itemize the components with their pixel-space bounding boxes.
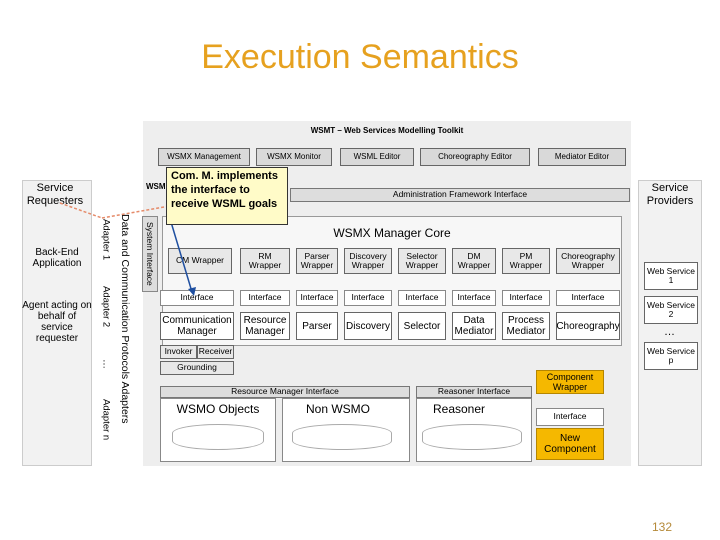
reasoner-label: Reasoner [432, 402, 486, 416]
adapter-ellipsis: … [100, 359, 112, 369]
parser-wrapper: Parser Wrapper [296, 248, 338, 274]
web-service-1: Web Service 1 [644, 262, 698, 290]
admin-framework-interface: Administration Framework Interface [290, 188, 630, 202]
non-wsmo-label: Non WSMO [305, 402, 370, 416]
receiver: Receiver [197, 345, 234, 359]
tab-choreography-editor: Choreography Editor [420, 148, 530, 166]
new-component: New Component [536, 428, 604, 460]
cm-wrapper: CM Wrapper [168, 248, 232, 274]
discovery: Discovery [344, 312, 392, 340]
parser: Parser [296, 312, 338, 340]
pm-wrapper: PM Wrapper [502, 248, 550, 274]
selector-wrapper: Selector Wrapper [398, 248, 446, 274]
slide-title: Execution Semantics [201, 38, 519, 76]
web-service-ellipsis: … [664, 326, 675, 338]
process-mediator: Process Mediator [502, 312, 550, 340]
discovery-wrapper: Discovery Wrapper [344, 248, 392, 274]
choreography: Choreography [556, 312, 620, 340]
page-number: 132 [652, 520, 673, 534]
web-service-2: Web Service 2 [644, 296, 698, 324]
discovery-interface: Interface [344, 290, 392, 306]
tooltip-callout: Com. M. implements the interface to rece… [166, 167, 288, 225]
adapter-n: Adapter n [100, 399, 112, 441]
database-icon [422, 424, 522, 450]
core-title: WSMX Manager Core [333, 226, 451, 240]
resource-manager-interface: Resource Manager Interface [160, 386, 410, 398]
requesters-title: Service Requesters [26, 182, 84, 208]
requesters-panel [22, 180, 92, 466]
system-interface-bar: System Interface [142, 216, 158, 292]
web-service-p: Web Service p [644, 342, 698, 370]
new-component-interface: Interface [536, 408, 604, 426]
protocol-adapters-label: Data and Communication Protocols Adapter… [119, 214, 131, 424]
selector: Selector [398, 312, 446, 340]
grounding: Grounding [160, 361, 234, 375]
choreography-wrapper: Choreography Wrapper [556, 248, 620, 274]
providers-title: Service Providers [646, 182, 694, 208]
adapter-1: Adapter 1 [100, 219, 112, 261]
wsmx-stub-label: WSM [146, 182, 166, 191]
wsmo-objects-label: WSMO Objects [176, 402, 260, 416]
tab-mediator-editor: Mediator Editor [538, 148, 626, 166]
invoker: Invoker [160, 345, 197, 359]
rm-interface: Interface [240, 290, 290, 306]
database-icon [292, 424, 392, 450]
toolkit-title: WSMT – Web Services Modelling Toolkit [310, 126, 464, 135]
rm-wrapper: RM Wrapper [240, 248, 290, 274]
tab-wsmx-management: WSMX Management [158, 148, 250, 166]
component-wrapper: Component Wrapper [536, 370, 604, 394]
agent-requester: Agent acting on behalf of service reques… [22, 300, 92, 344]
parser-interface: Interface [296, 290, 338, 306]
dm-interface: Interface [452, 290, 496, 306]
reasoner-interface: Reasoner Interface [416, 386, 532, 398]
selector-interface: Interface [398, 290, 446, 306]
resource-manager: Resource Manager [240, 312, 290, 340]
choreography-interface: Interface [556, 290, 620, 306]
back-end-application: Back-End Application [32, 247, 82, 269]
tab-wsmx-monitor: WSMX Monitor [256, 148, 332, 166]
pm-interface: Interface [502, 290, 550, 306]
database-icon [172, 424, 264, 450]
data-mediator: Data Mediator [452, 312, 496, 340]
adapter-2: Adapter 2 [100, 286, 112, 328]
tab-wsml-editor: WSML Editor [340, 148, 414, 166]
cm-interface: Interface [160, 290, 234, 306]
dm-wrapper: DM Wrapper [452, 248, 496, 274]
communication-manager: Communication Manager [160, 312, 234, 340]
